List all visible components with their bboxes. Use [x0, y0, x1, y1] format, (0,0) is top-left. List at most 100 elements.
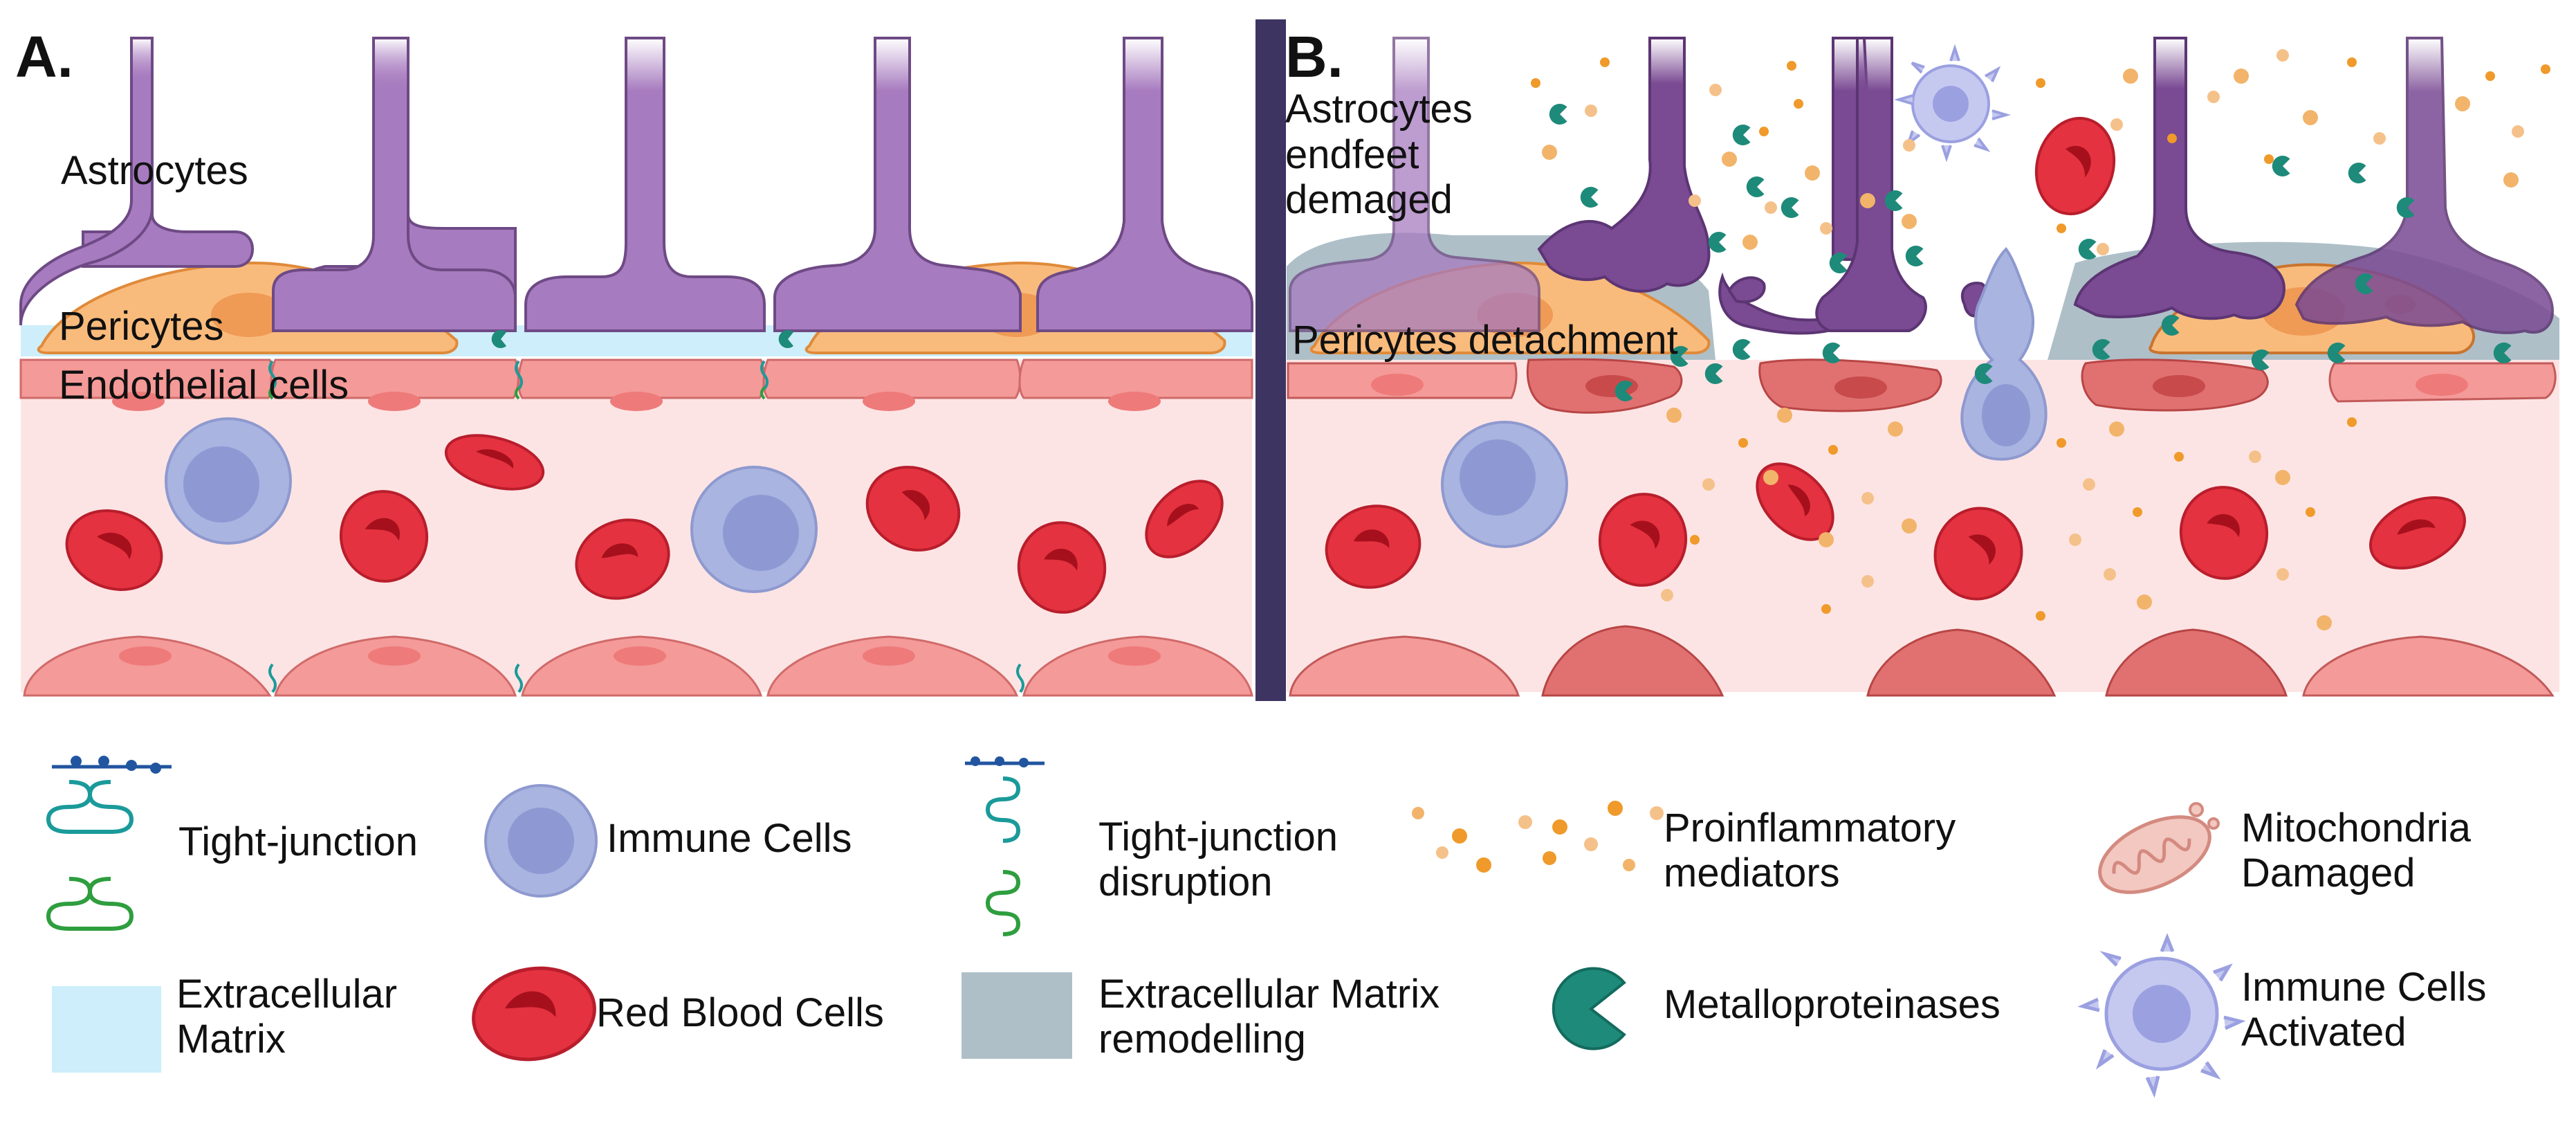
mediator-dot	[2264, 154, 2274, 164]
mediator-dot	[1819, 532, 1834, 547]
mediator-dot	[2485, 71, 2495, 81]
mediator-dot	[1722, 152, 1737, 167]
mediator-dot	[1777, 408, 1792, 423]
metalloproteinase-icon	[1552, 967, 1626, 1050]
legend-icons	[46, 756, 2246, 1098]
mediator-dot	[2123, 69, 2138, 84]
metalloproteinase-mark	[2396, 197, 2415, 218]
metalloproteinase-mark	[1746, 176, 1765, 197]
metalloproteinase-mark	[2161, 315, 2180, 336]
metalloproteinase-mark	[1580, 186, 1599, 208]
mediator-dot	[2317, 615, 2332, 630]
legend-mitochondria: Mitochondria Damaged	[2241, 806, 2472, 895]
mediator-dot	[2104, 568, 2116, 581]
legend-immune-activated: Immune Cells Activated	[2241, 965, 2487, 1055]
mediator-dot	[1763, 470, 1778, 485]
proinflammatory-mediators-b	[1531, 49, 2550, 630]
mediator-dot	[1585, 104, 1597, 117]
metalloproteinase-mark	[1905, 246, 1924, 266]
endothelial-cells-upper-a	[19, 358, 1253, 411]
mediator-dot	[2133, 507, 2142, 517]
red-blood-cell-icon	[472, 966, 596, 1062]
panel-a-letter: A.	[15, 24, 73, 89]
activated-immune-cell-b	[1894, 44, 2011, 163]
metalloproteinase-mark	[2078, 238, 2097, 260]
tight-junctions-a	[268, 360, 1024, 693]
mediator-dot	[2036, 78, 2045, 88]
metalloproteinase-mark	[1704, 363, 1723, 384]
mediator-dot	[1738, 438, 1748, 448]
mediator-dot	[1903, 139, 1915, 152]
ecm-remodelling-swatch	[962, 972, 1072, 1059]
mediator-dot	[2137, 594, 2152, 610]
legend-immune-cells: Immune Cells	[607, 816, 852, 861]
mediator-dot	[2275, 470, 2290, 485]
metalloproteinase-mark	[2493, 343, 2512, 363]
panel-divider	[1255, 19, 1286, 701]
metalloproteinase-mark	[1708, 232, 1727, 253]
mediator-dot	[2541, 64, 2550, 74]
metalloproteinase-mark	[1822, 343, 1841, 363]
red-blood-cells-b	[1325, 116, 2466, 601]
astrocyte-endfeet-a	[19, 37, 1253, 333]
mediator-dot	[2249, 451, 2261, 463]
metalloproteinase-mark	[1829, 253, 1848, 273]
metalloproteinase-mark	[2327, 343, 2346, 363]
mediator-dot	[2057, 438, 2066, 448]
mediator-dot	[2097, 243, 2109, 255]
endothelial-label-a: Endothelial cells	[59, 363, 349, 408]
panel-a	[19, 37, 1253, 697]
metalloproteinase-a	[491, 329, 793, 348]
mediator-dot	[2303, 110, 2318, 125]
metalloproteinase-mark	[2092, 339, 2110, 361]
pericytes-label-b: Pericytes detachment	[1292, 318, 1678, 363]
tj-disruption-icon	[965, 756, 1045, 936]
metalloproteinase-mark	[1884, 190, 1903, 211]
mediator-dot	[1787, 61, 1796, 71]
mediator-dot	[2036, 611, 2045, 621]
metalloproteinase-mark	[1614, 381, 1633, 402]
immune-cell-icon	[484, 784, 598, 898]
mediator-dot	[2276, 49, 2289, 62]
activated-immune-cell-icon	[2077, 933, 2246, 1098]
mediator-dot	[2503, 172, 2519, 188]
mediator-dot	[2069, 534, 2081, 546]
immune-cells-b	[1441, 246, 2048, 548]
mediator-dot	[2109, 421, 2124, 437]
legend-ecm-remodelling: Extracellular Matrix remodelling	[1098, 972, 1440, 1062]
mediator-dot	[2083, 478, 2095, 491]
mediator-dot	[1828, 445, 1838, 455]
mediator-dot	[2057, 224, 2066, 233]
metalloproteinase-mark	[2355, 273, 2373, 294]
mediator-dot	[2347, 417, 2357, 427]
ecm-swatch	[52, 986, 161, 1073]
metalloproteinase-mark	[1670, 346, 1689, 367]
legend-proinflammatory: Proinflammatory mediators	[1664, 806, 1956, 895]
legend-metalloproteinases: Metalloproteinases	[1664, 982, 2000, 1027]
mediator-dot	[1765, 201, 1777, 214]
mediator-dot	[1709, 84, 1722, 96]
metalloproteinase-mark	[1549, 104, 1567, 125]
mediator-dot	[1666, 408, 1682, 423]
pericytes-label-a: Pericytes	[59, 304, 224, 349]
metalloproteinase-mark	[1732, 339, 1751, 361]
panel-b	[1287, 37, 2559, 697]
mediator-dot	[1759, 127, 1769, 136]
legend-red-blood-cells: Red Blood Cells	[596, 990, 884, 1035]
metalloproteinase-mark	[2251, 349, 2270, 371]
mediator-dot	[1690, 535, 1700, 545]
mediator-dot	[1888, 421, 1903, 437]
mediator-dot	[2276, 568, 2289, 581]
red-blood-cells-a	[65, 434, 1224, 614]
astrocytes-label-a: Astrocytes	[61, 148, 248, 193]
mediator-dot	[1542, 145, 1557, 160]
mediator-dot	[2306, 507, 2315, 517]
mediator-dot	[2167, 134, 2177, 143]
endothelial-cells-lower-b	[1289, 625, 2555, 697]
mediator-dot	[1600, 57, 1610, 67]
mediator-dot	[1742, 235, 1758, 250]
legend-tight-junction: Tight-junction	[178, 819, 418, 864]
endothelial-cells-upper-b	[1287, 358, 2557, 414]
astrocytes-label-b: Astrocytes endfeet demaged	[1285, 87, 1473, 223]
